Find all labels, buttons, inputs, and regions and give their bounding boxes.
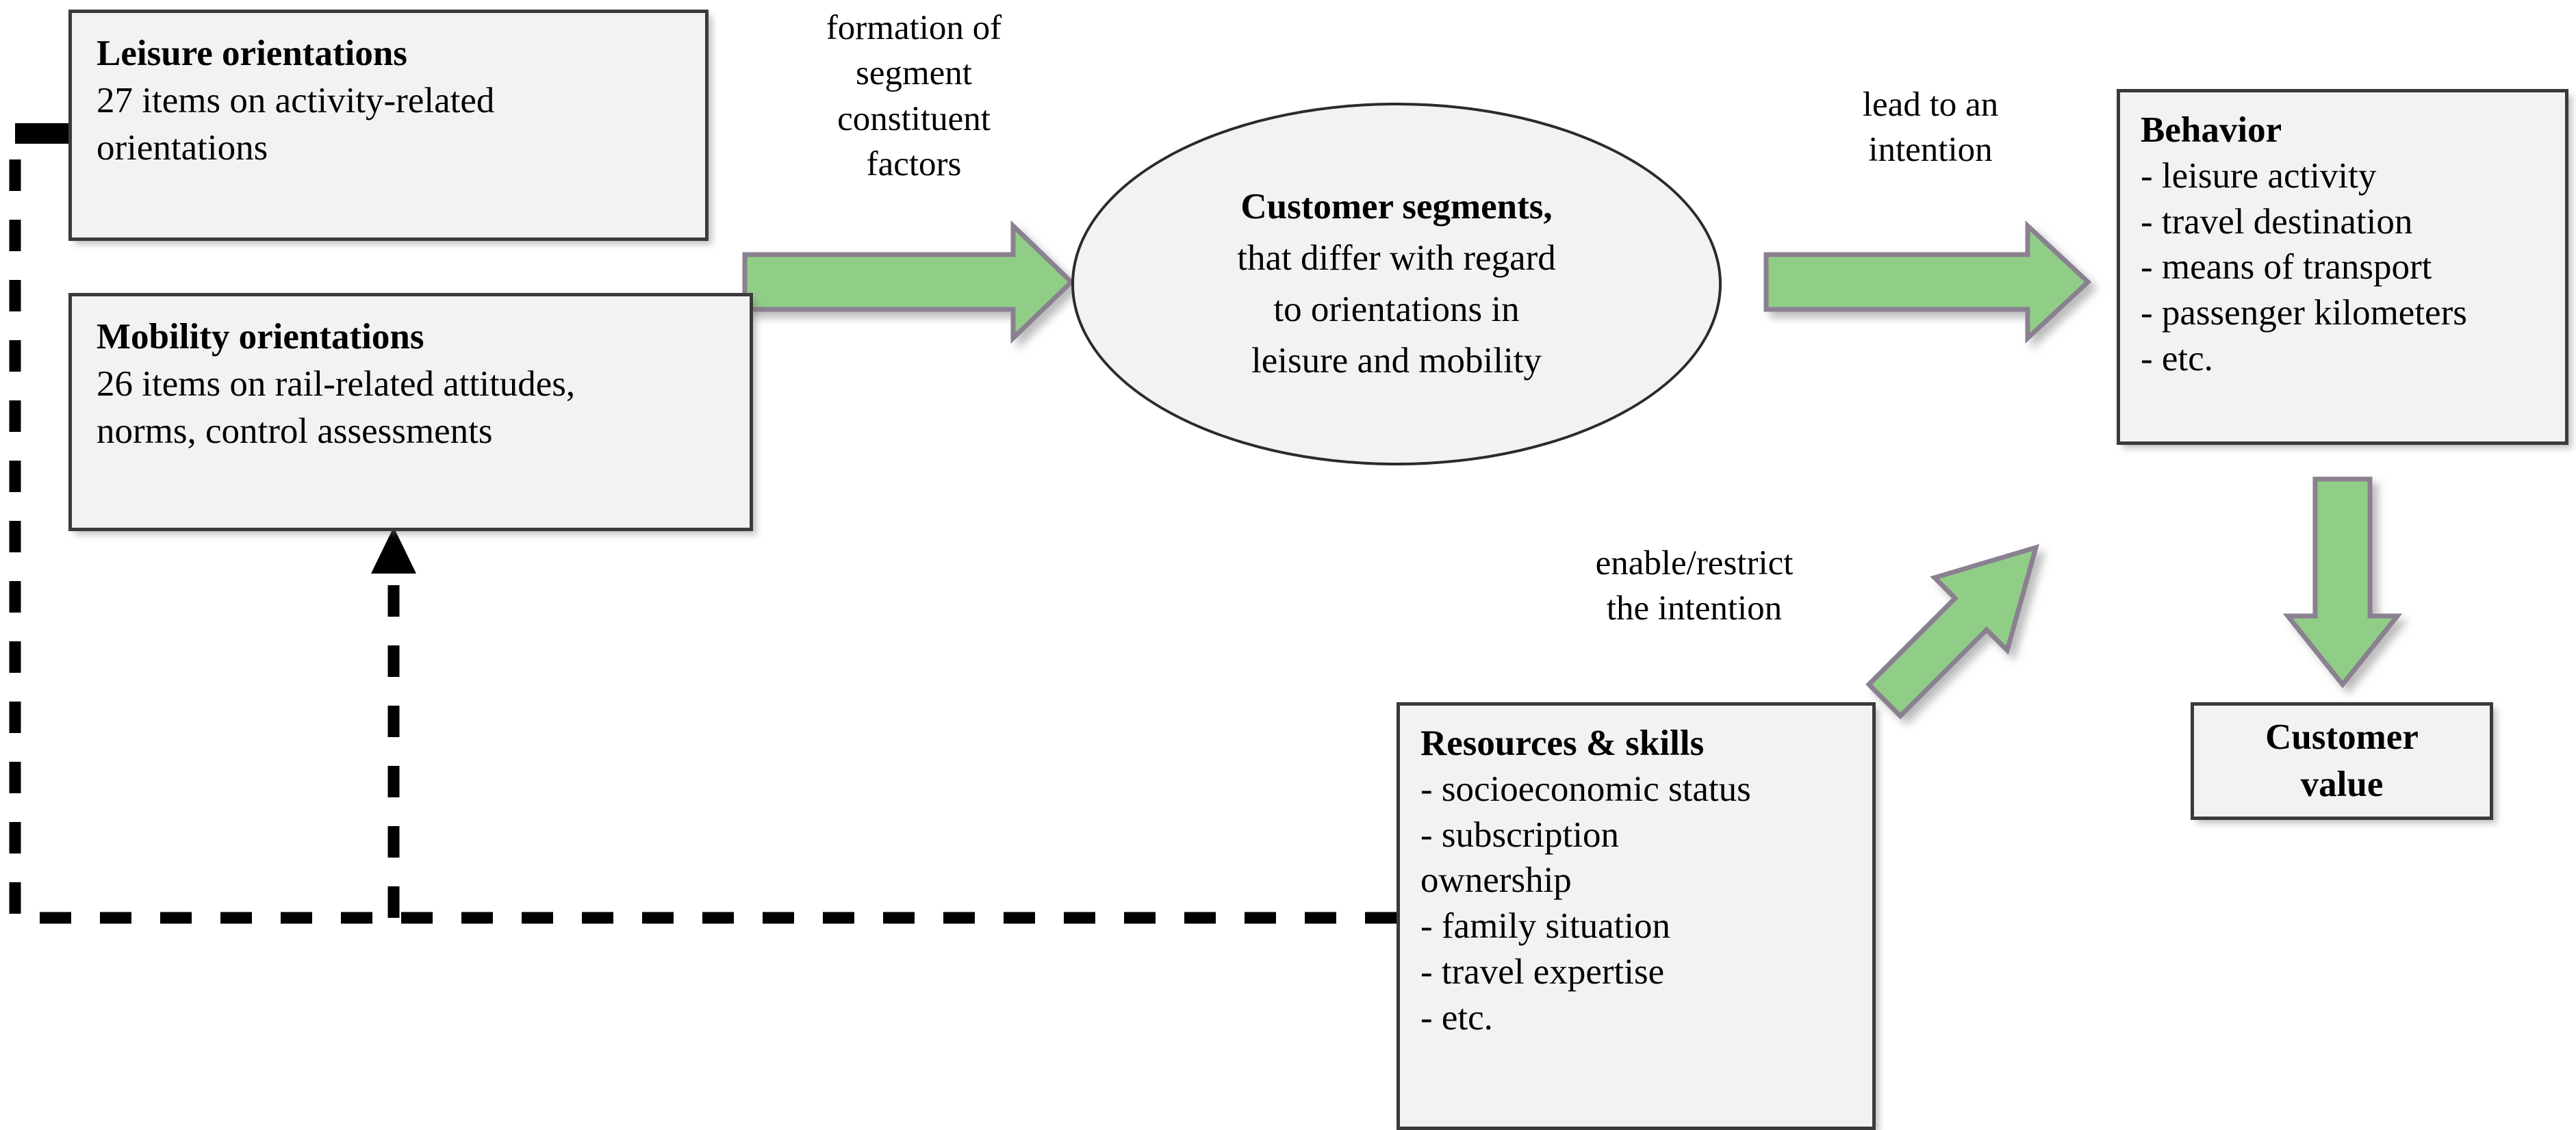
- label-formation-line-2: segment: [856, 54, 972, 93]
- label-enable-line-2: the intention: [1606, 589, 1783, 628]
- ellipse-title: Customer segments,: [1240, 186, 1553, 227]
- green-arrow-enable-restrict: [1865, 543, 2040, 719]
- box-mobility-line-2: norms, control assessments: [97, 411, 493, 451]
- label-lead-to-line-2: intention: [1868, 131, 1993, 170]
- box-mobility-line-1: 26 items on rail-related attitudes,: [97, 363, 576, 404]
- label-formation-line-3: constituent: [837, 99, 991, 138]
- box-leisure-orientations[interactable]: Leisure orientations 27 items on activit…: [68, 10, 709, 241]
- box-customer-value-line-2: value: [2300, 765, 2384, 804]
- box-leisure-line-1: 27 items on activity-related: [97, 80, 495, 120]
- box-mobility-title: Mobility orientations: [97, 317, 424, 357]
- label-lead-to-an-intention: lead to an intention: [1780, 82, 2081, 173]
- box-customer-value[interactable]: Customer value: [2191, 702, 2493, 820]
- box-customer-value-text: Customer value: [2265, 714, 2419, 808]
- box-behavior-item-2: - travel destination: [2141, 201, 2413, 242]
- green-arrow-customer-value: [2282, 476, 2403, 689]
- box-resources-item-5: - etc.: [1420, 997, 1493, 1038]
- box-resources-item-2: - subscription: [1420, 814, 1619, 855]
- label-enable-line-1: enable/restrict: [1595, 544, 1794, 582]
- box-behavior-item-4: - passenger kilometers: [2141, 293, 2467, 333]
- label-enable-restrict-the-intention: enable/restrict the intention: [1537, 541, 1852, 632]
- box-resources-item-3: - family situation: [1420, 906, 1671, 947]
- ellipse-line-1: that differ with regard: [1237, 237, 1556, 278]
- box-behavior-item-3: - means of transport: [2141, 247, 2432, 287]
- green-arrow-formation: [742, 220, 1075, 344]
- ellipse-customer-segments[interactable]: Customer segments, that differ with rega…: [1071, 103, 1722, 465]
- box-behavior-item-1: - leisure activity: [2141, 155, 2377, 196]
- box-behavior[interactable]: Behavior - leisure activity - travel des…: [2117, 89, 2568, 445]
- label-formation-line-1: formation of: [826, 9, 1002, 47]
- box-behavior-title: Behavior: [2141, 110, 2282, 150]
- box-resources-item-1: - socioeconomic status: [1420, 769, 1751, 809]
- label-formation-of-segment-constituent-factors: formation of segment constituent factors: [777, 5, 1051, 187]
- box-leisure-title: Leisure orientations: [97, 34, 407, 73]
- label-formation-line-4: factors: [866, 144, 962, 183]
- box-mobility-orientations[interactable]: Mobility orientations 26 items on rail-r…: [68, 293, 753, 531]
- box-customer-value-line-1: Customer: [2265, 717, 2419, 758]
- green-arrow-lead-to-intention: [1763, 220, 2092, 344]
- box-resources-and-skills[interactable]: Resources & skills - socioeconomic statu…: [1397, 702, 1876, 1130]
- ellipse-line-3: leisure and mobility: [1251, 341, 1542, 381]
- ellipse-line-2: to orientations in: [1273, 290, 1520, 329]
- dashed-arrowhead-mobility: [371, 527, 416, 574]
- box-resources-item-4: - travel expertise: [1420, 951, 1665, 992]
- box-behavior-item-5: - etc.: [2141, 338, 2213, 378]
- box-leisure-line-2: orientations: [97, 127, 268, 168]
- box-resources-title: Resources & skills: [1420, 723, 1705, 763]
- label-lead-to-line-1: lead to an: [1862, 86, 1999, 124]
- box-resources-item-2-continuation: ownership: [1420, 860, 1572, 901]
